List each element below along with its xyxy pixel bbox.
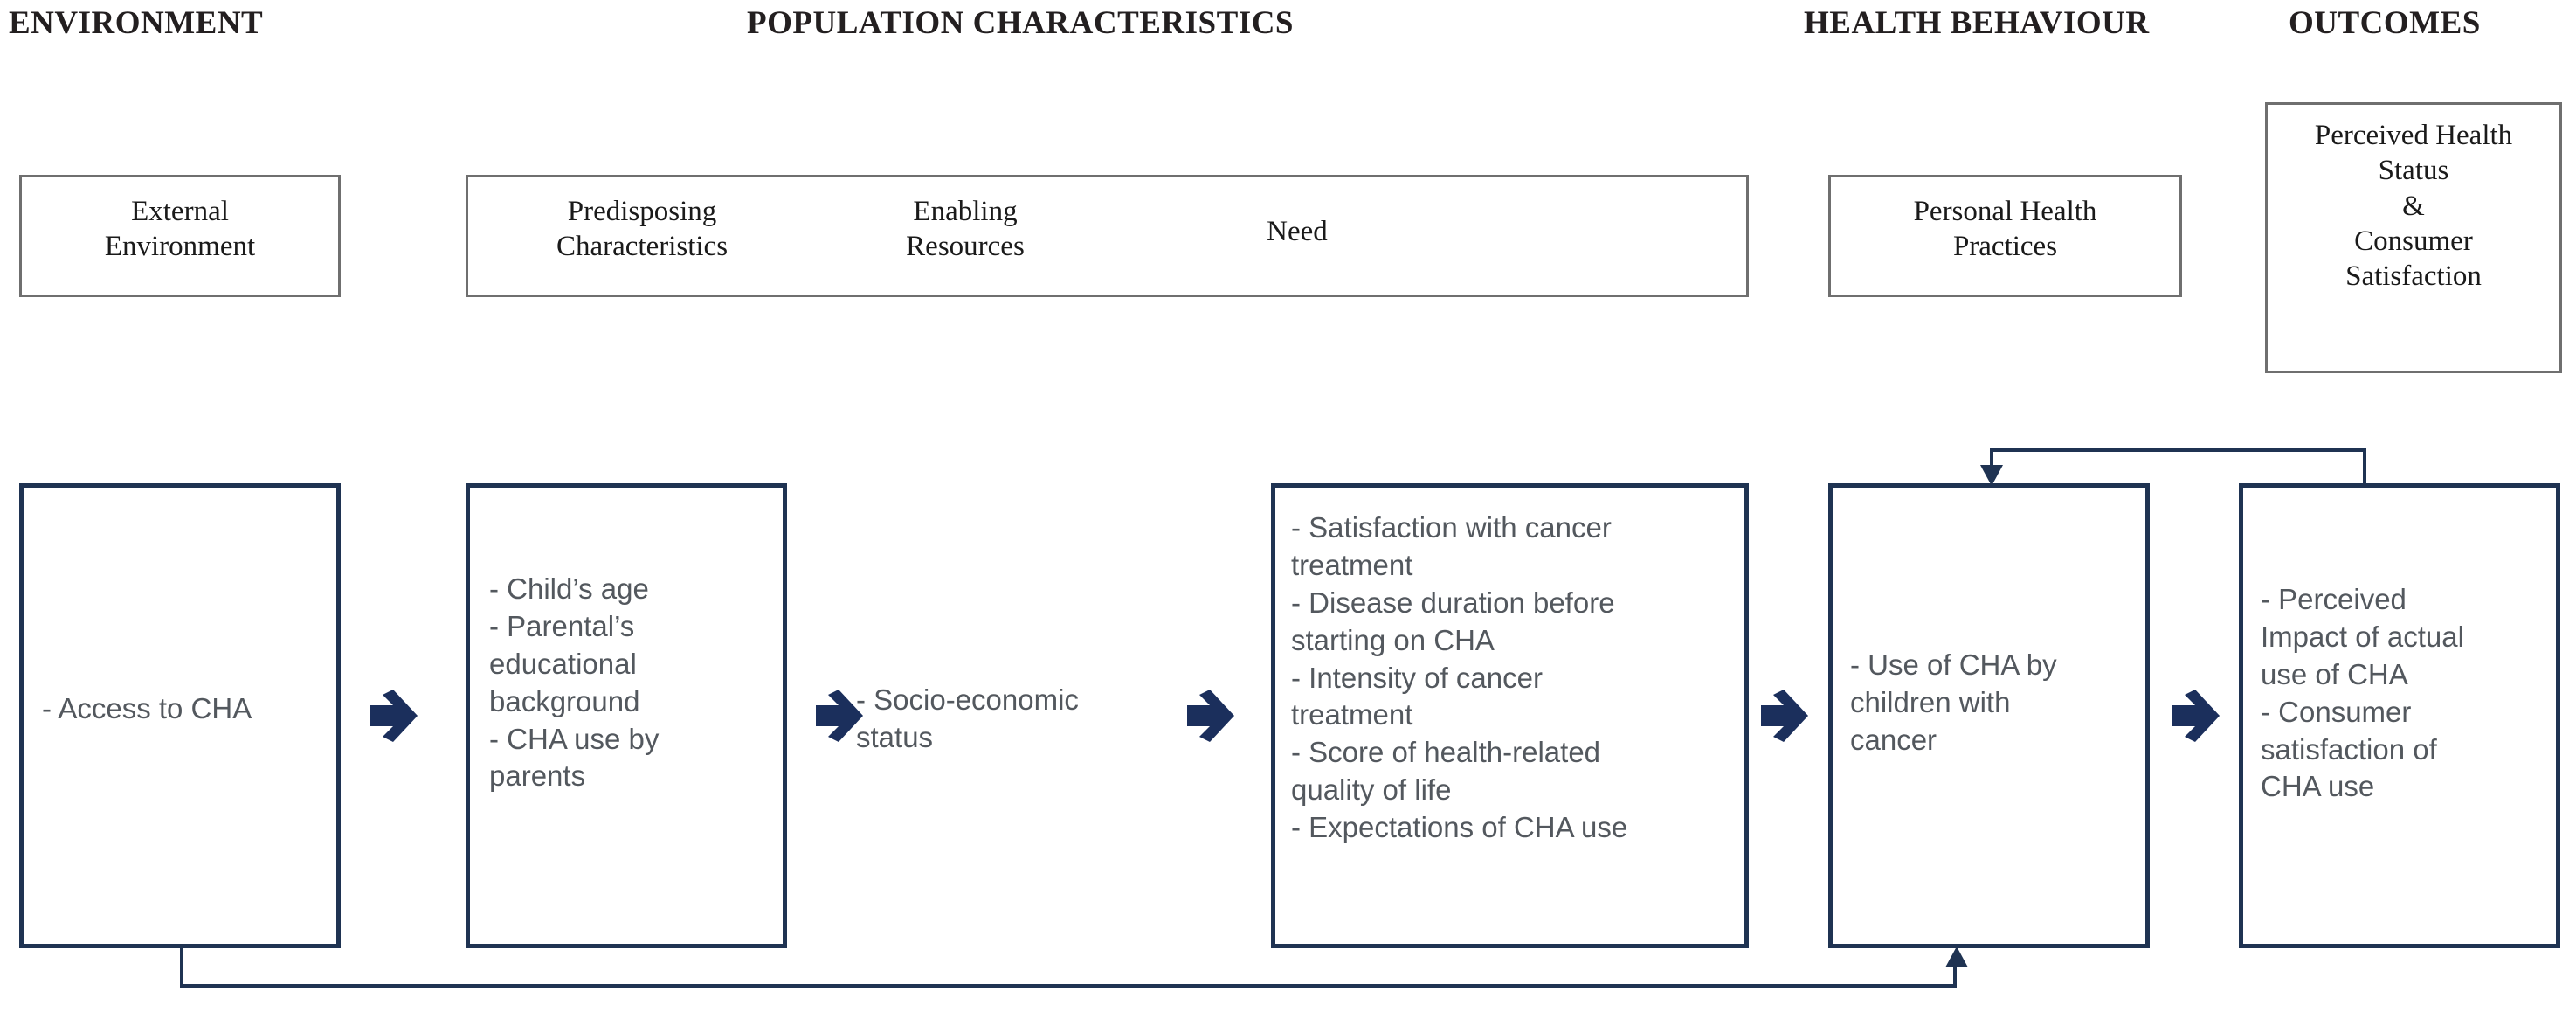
feedback-top-horizontal bbox=[1990, 448, 2366, 452]
feedback-bottom-descender bbox=[180, 948, 183, 988]
feedback-top-descender bbox=[1990, 448, 1993, 475]
arrow-right-icon-use-to-outcome bbox=[2169, 686, 2223, 745]
box-outcomes bbox=[2239, 483, 2560, 948]
label-perceived-health-status: Perceived Health Status & Consumer Satis… bbox=[2314, 120, 2513, 292]
box-predisposing bbox=[466, 483, 787, 948]
box-external-environment bbox=[19, 175, 341, 297]
box-personal-health-practices bbox=[1828, 175, 2182, 297]
column-header-environment: ENVIRONMENT bbox=[9, 5, 264, 41]
label-enabling-resources: Enabling Resources bbox=[906, 196, 1025, 263]
feedback-top-arrowhead-icon bbox=[1980, 465, 2003, 486]
text-access-to-cha: - Access to CHA bbox=[42, 692, 252, 724]
text-predisposing: - Child’s age - Parental’s educational b… bbox=[489, 572, 660, 793]
box-access-to-cha bbox=[19, 483, 341, 948]
feedback-bottom-riser bbox=[1953, 965, 1957, 986]
text-need: - Satisfaction with cancer treatment - D… bbox=[1291, 511, 1628, 844]
arrow-right-icon-need-to-use bbox=[1758, 686, 1812, 745]
feedback-top-riser bbox=[2363, 448, 2366, 485]
label-personal-health-practices: Personal Health Practices bbox=[1913, 196, 2097, 263]
column-header-population-characteristics: POPULATION CHARACTERISTICS bbox=[747, 5, 1294, 41]
arrow-right-icon-predisposing-to-enabling bbox=[812, 686, 867, 745]
text-socio-economic-status: - Socio-economic status bbox=[856, 683, 1079, 753]
column-header-outcomes: OUTCOMES bbox=[2289, 5, 2481, 41]
label-external-environment: External Environment bbox=[104, 196, 256, 263]
feedback-bottom-arrowhead-icon bbox=[1945, 946, 1968, 967]
feedback-bottom-horizontal bbox=[180, 984, 1957, 988]
box-perceived-health-status bbox=[2265, 102, 2562, 373]
text-outcomes: - Perceived Impact of actual use of CHA … bbox=[2261, 583, 2464, 803]
label-predisposing-characteristics: Predisposing Characteristics bbox=[556, 196, 729, 263]
arrow-right-icon-access-to-predisposing bbox=[367, 686, 421, 745]
box-population-characteristics bbox=[466, 175, 1749, 297]
text-use-of-cha: - Use of CHA by children with cancer bbox=[1850, 648, 2057, 756]
column-header-health-behaviour: HEALTH BEHAVIOUR bbox=[1804, 5, 2150, 41]
arrow-right-icon-enabling-to-need bbox=[1184, 686, 1238, 745]
label-need: Need bbox=[1267, 216, 1328, 247]
box-need bbox=[1271, 483, 1749, 948]
